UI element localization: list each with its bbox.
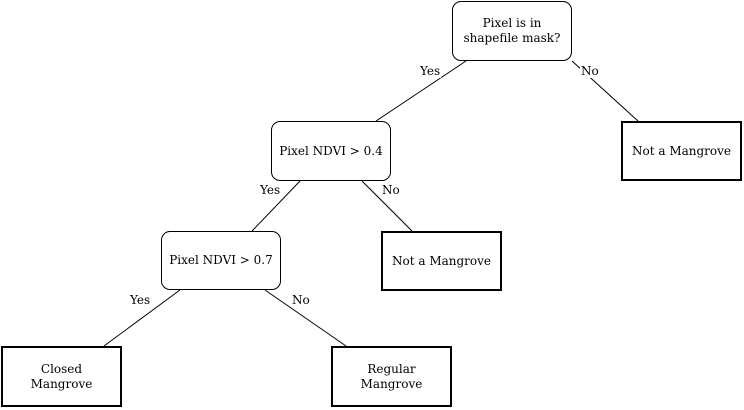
- edge-root-yes: [375, 60, 467, 122]
- decision-node-ndvi-07: Pixel NDVI > 0.7: [161, 231, 281, 290]
- decision-node-ndvi-04: Pixel NDVI > 0.4: [271, 121, 391, 181]
- edge-label-ndvi04-yes: Yes: [259, 183, 282, 197]
- decision-node-shapefile-mask: Pixel is in shapefile mask?: [452, 1, 572, 61]
- edge-ndvi04-no: [361, 180, 413, 232]
- edge-label-ndvi04-no: No: [381, 183, 401, 197]
- leaf-node-label: Not a Mangrove: [631, 143, 732, 158]
- edge-label-root-yes: Yes: [419, 64, 442, 78]
- leaf-node-regular-mangrove: Regular Mangrove: [331, 346, 452, 407]
- leaf-node-label: Not a Mangrove: [391, 253, 492, 268]
- edge-label-ndvi07-yes: Yes: [129, 293, 152, 307]
- edge-ndvi04-yes: [251, 180, 301, 232]
- leaf-node-label: Closed Mangrove: [30, 361, 93, 391]
- leaf-node-not-mangrove-middle: Not a Mangrove: [381, 231, 502, 291]
- edge-ndvi07-yes: [103, 289, 181, 347]
- decision-node-label: Pixel is in shapefile mask?: [463, 16, 561, 45]
- leaf-node-not-mangrove-right: Not a Mangrove: [621, 121, 742, 181]
- leaf-node-closed-mangrove: Closed Mangrove: [1, 346, 122, 407]
- edge-ndvi07-no: [264, 289, 347, 347]
- decision-node-label: Pixel NDVI > 0.4: [279, 143, 383, 158]
- edge-label-root-no: No: [580, 64, 600, 78]
- leaf-node-label: Regular Mangrove: [360, 361, 423, 391]
- decision-node-label: Pixel NDVI > 0.7: [169, 253, 273, 267]
- edge-label-ndvi07-no: No: [291, 293, 311, 307]
